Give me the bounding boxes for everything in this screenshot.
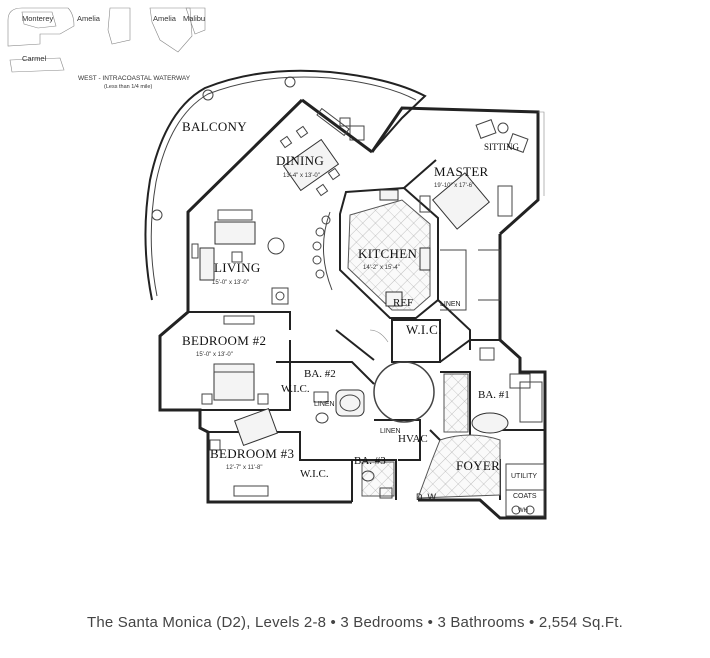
label-linen-2: LINEN	[314, 401, 335, 408]
dim-living: 15'-0" x 13'-0"	[212, 280, 249, 286]
label-living: LIVING	[214, 260, 261, 275]
keymap-label-carmel: Carmel	[22, 54, 47, 63]
label-ba-3: BA. #3	[354, 455, 386, 467]
keymap-label-malibu: Malibu	[183, 14, 205, 23]
dim-bedroom-2: 15'-0" x 13'-0"	[196, 352, 233, 358]
keymap-waterway: WEST - INTRACOASTAL WATERWAY	[78, 75, 191, 82]
label-foyer: FOYER	[456, 458, 500, 473]
plan-caption: The Santa Monica (D2), Levels 2-8 • 3 Be…	[86, 614, 623, 631]
keymap-label-amelia-1: Amelia	[77, 14, 101, 23]
label-hvac: HVAC	[398, 433, 428, 445]
label-wic-3: W.I.C.	[300, 468, 329, 480]
room-labels: BALCONY DINING 13'-4" x 13'-0" MASTER 19…	[182, 119, 537, 514]
site-key-map: Monterey Amelia Amelia Malibu Carmel WES…	[7, 7, 206, 90]
label-ba-1: BA. #1	[478, 389, 510, 401]
dim-master: 19'-10" x 17'-6"	[434, 183, 474, 189]
label-ba-2: BA. #2	[304, 368, 336, 380]
label-master: MASTER	[434, 164, 489, 179]
keymap-label-amelia-2: Amelia	[153, 14, 177, 23]
label-utility: UTILITY	[511, 473, 537, 480]
label-wic-2: W.I.C.	[281, 383, 310, 395]
balcony-outline	[144, 69, 427, 301]
label-sitting: SITTING	[484, 142, 519, 152]
keymap-label-monterey: Monterey	[22, 14, 54, 23]
dim-bedroom-3: 12'-7" x 11'-8"	[226, 465, 262, 471]
keymap-waterway-note: (Less than 1/4 mile)	[104, 84, 152, 90]
label-linen: LINEN	[440, 301, 461, 308]
floor-plan: Monterey Amelia Amelia Malibu Carmel WES…	[7, 7, 547, 520]
label-balcony: BALCONY	[182, 119, 247, 134]
label-kitchen: KITCHEN	[358, 246, 417, 261]
label-dw: D. W.	[416, 492, 438, 502]
label-bedroom-3: BEDROOM #3	[210, 446, 294, 461]
furniture	[191, 107, 543, 515]
exterior-walls	[158, 98, 547, 520]
label-wh: WH	[518, 508, 528, 514]
tile-floors	[347, 199, 501, 499]
label-ref: REF	[393, 297, 413, 309]
label-dining: DINING	[276, 153, 324, 168]
label-linen-3: LINEN	[380, 428, 401, 435]
interior-walls	[188, 159, 545, 517]
dim-dining: 13'-4" x 13'-0"	[283, 173, 320, 179]
label-coats: COATS	[513, 493, 537, 500]
dim-kitchen: 14'-2" x 15'-4"	[363, 265, 400, 271]
label-wic: W.I.C.	[406, 322, 442, 337]
label-bedroom-2: BEDROOM #2	[182, 333, 266, 348]
rotunda-circle	[373, 361, 435, 423]
